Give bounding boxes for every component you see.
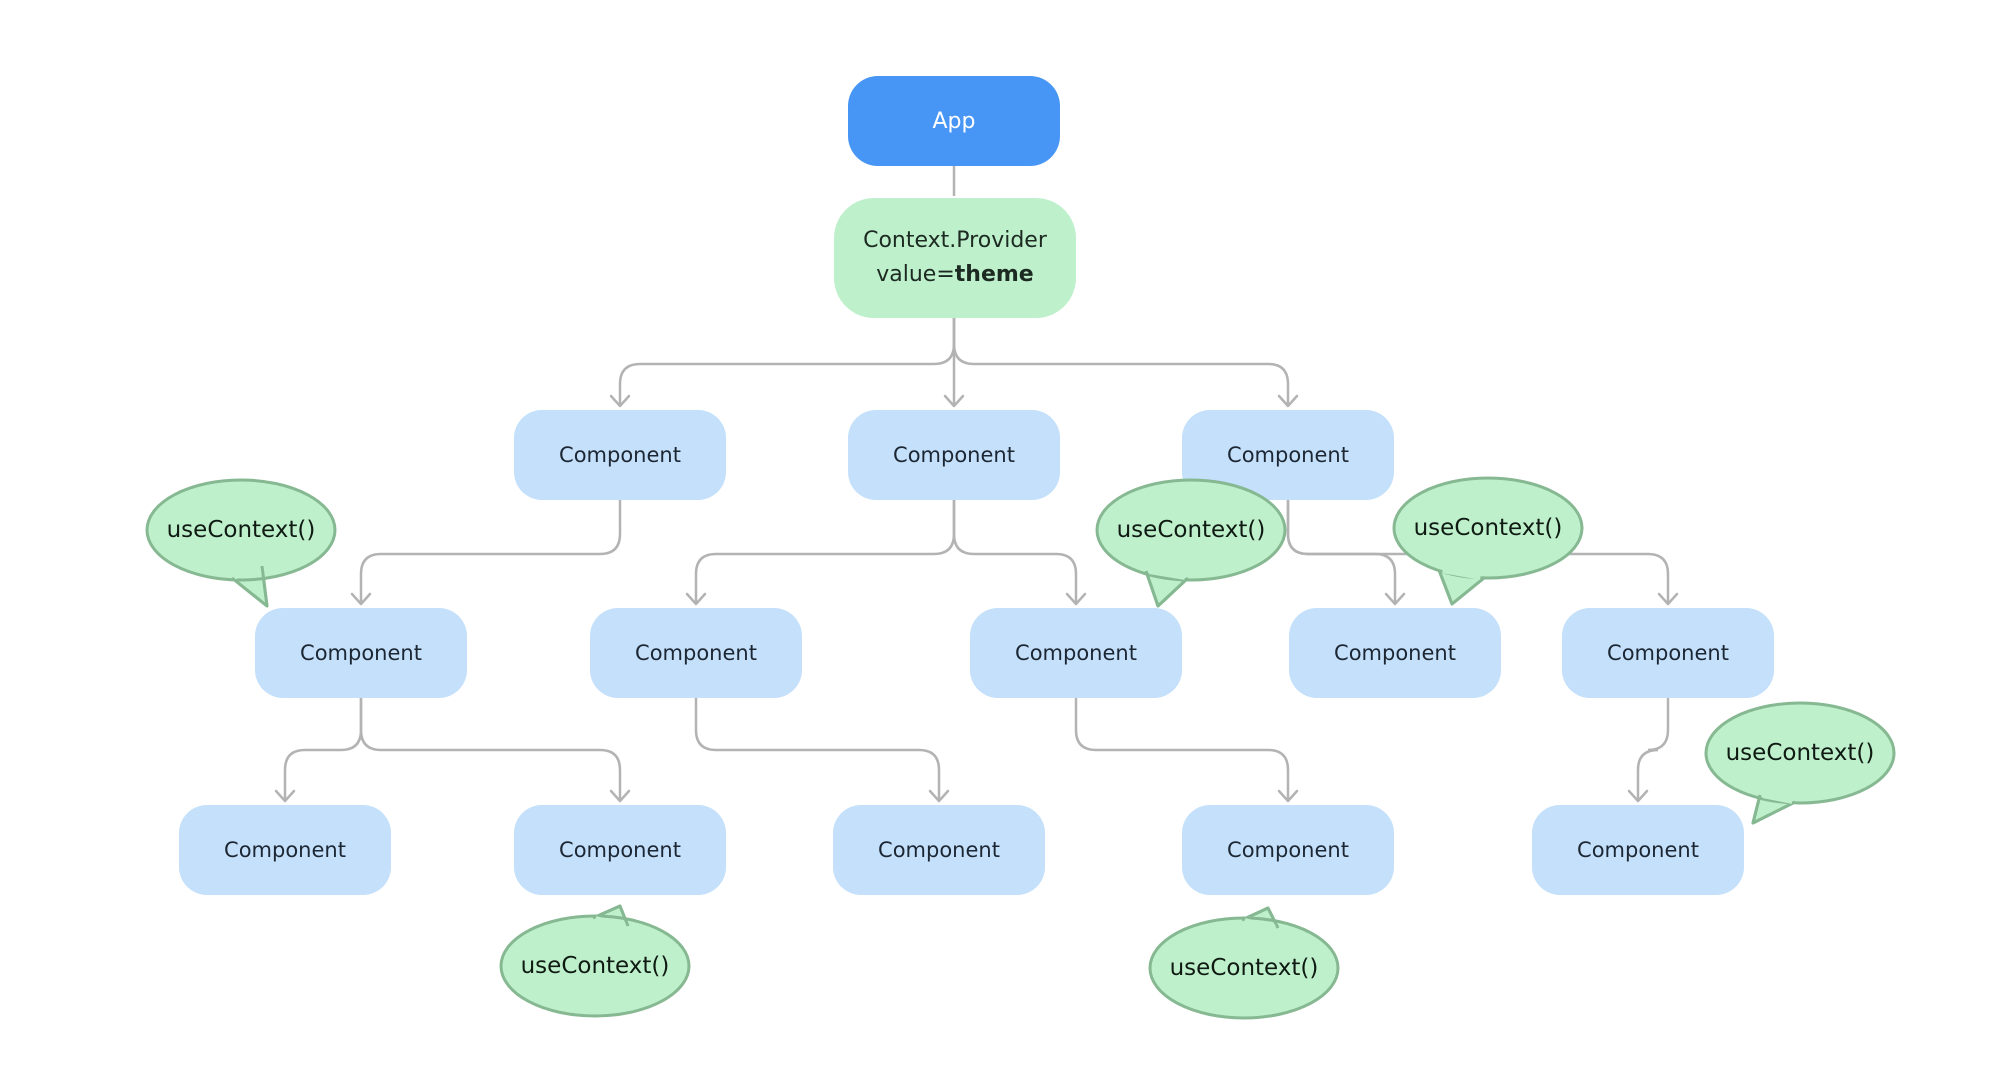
connector bbox=[952, 500, 1078, 604]
connector bbox=[1074, 698, 1290, 801]
component-l3-d: Component bbox=[1182, 805, 1394, 895]
bubble-seam bbox=[595, 916, 626, 928]
component-l2-e: Component bbox=[1562, 608, 1774, 698]
component-l3-c: Component bbox=[833, 805, 1045, 895]
bubble-body bbox=[1704, 701, 1896, 805]
component-l2-a: Component bbox=[255, 608, 467, 698]
use-context-label-1: useContext() bbox=[166, 517, 316, 543]
bubble-tail-outline bbox=[231, 565, 269, 608]
arrowhead bbox=[1384, 592, 1406, 606]
provider-name: Context.Provider bbox=[863, 228, 1047, 253]
connector bbox=[694, 500, 956, 604]
component-l3-b: Component bbox=[514, 805, 726, 895]
use-context-bubble-3 bbox=[1392, 476, 1584, 606]
component-l3-a: Component bbox=[179, 805, 391, 895]
bubble-seam bbox=[1762, 793, 1793, 804]
component-l1-right: Component bbox=[1182, 410, 1394, 500]
component-l3-e: Component bbox=[1532, 805, 1744, 895]
provider-value: value=theme bbox=[876, 258, 1033, 292]
connector bbox=[694, 698, 941, 801]
provider-value-theme: theme bbox=[954, 262, 1034, 287]
connector bbox=[359, 500, 622, 604]
arrowhead bbox=[1277, 394, 1299, 408]
component-l2-d: Component bbox=[1289, 608, 1501, 698]
bubble-seam bbox=[1244, 918, 1276, 930]
use-context-bubble-1 bbox=[145, 478, 337, 608]
bubble-body bbox=[1392, 476, 1584, 580]
bubble-tail-outline bbox=[1241, 906, 1280, 929]
bubble-seam bbox=[1148, 569, 1186, 580]
arrowhead bbox=[1065, 592, 1087, 606]
use-context-label-6: useContext() bbox=[1169, 955, 1319, 981]
use-context-bubble-2 bbox=[1095, 478, 1287, 608]
bubble-seam bbox=[1442, 568, 1481, 580]
component-l2-b: Component bbox=[590, 608, 802, 698]
use-context-bubble-4 bbox=[1704, 701, 1896, 825]
arrowhead bbox=[1627, 789, 1649, 803]
bubble-tail-outline bbox=[1751, 794, 1796, 825]
bubble-body bbox=[1095, 478, 1287, 582]
arrowhead bbox=[609, 789, 631, 803]
component-l2-c: Component bbox=[970, 608, 1182, 698]
bubble-tail-outline bbox=[1144, 570, 1190, 608]
arrowhead bbox=[685, 592, 707, 606]
use-context-label-2: useContext() bbox=[1116, 517, 1266, 543]
connector bbox=[1636, 698, 1670, 801]
bubble-body bbox=[145, 478, 337, 582]
connector bbox=[283, 698, 363, 801]
context-provider-node: Context.Provider value=theme bbox=[834, 198, 1076, 318]
use-context-bubble-6 bbox=[1148, 906, 1340, 1020]
component-l1-center: Component bbox=[848, 410, 1060, 500]
bubble-tail-outline bbox=[592, 904, 630, 927]
use-context-label-3: useContext() bbox=[1413, 515, 1563, 541]
use-context-label-5: useContext() bbox=[520, 953, 670, 979]
arrowhead bbox=[274, 789, 296, 803]
arrowhead bbox=[928, 789, 950, 803]
bubble-tail-outline bbox=[1437, 569, 1485, 606]
arrowhead bbox=[1277, 789, 1299, 803]
connector bbox=[952, 318, 1290, 406]
provider-value-prefix: value= bbox=[876, 262, 955, 287]
use-context-bubble-5 bbox=[499, 904, 691, 1018]
bubble-seam bbox=[233, 564, 261, 580]
connector bbox=[359, 698, 622, 801]
component-l1-left: Component bbox=[514, 410, 726, 500]
arrowhead bbox=[350, 592, 372, 606]
arrowhead bbox=[943, 394, 965, 408]
app-node: App bbox=[848, 76, 1060, 166]
use-context-label-4: useContext() bbox=[1725, 740, 1875, 766]
arrowhead bbox=[609, 394, 631, 408]
arrowhead bbox=[1657, 592, 1679, 606]
